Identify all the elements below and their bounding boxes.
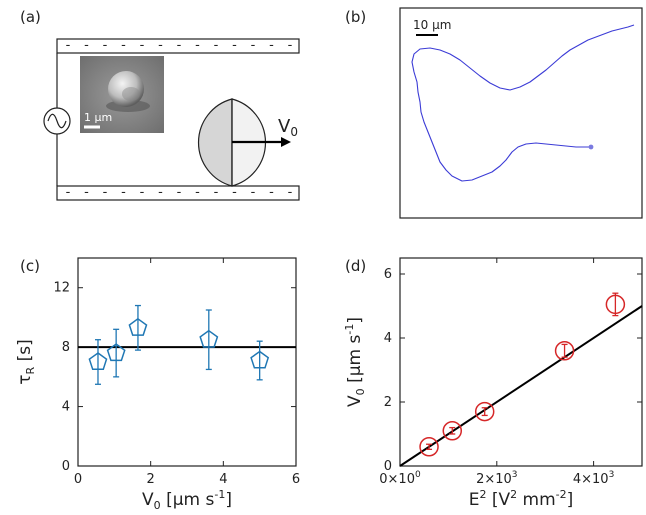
- charge-symbol: -: [177, 38, 182, 53]
- pentagon-marker: [199, 329, 219, 348]
- plot-d-ylabel: V0 [µm s-1]: [343, 317, 367, 407]
- charge-symbol: -: [177, 185, 182, 200]
- data-point: [250, 340, 270, 381]
- x-tick-label: 4×103: [573, 470, 614, 487]
- charge-symbol: -: [121, 185, 126, 200]
- pentagon-marker: [250, 350, 270, 369]
- pentagon-marker: [106, 343, 126, 362]
- y-tick-label: 12: [53, 281, 70, 296]
- charge-symbol: -: [214, 38, 219, 53]
- panel-d: (d) 0×100 2×103 4×103 0 2 4 6 E2 [V2 mm-2] V0 …: [343, 257, 643, 510]
- charge-symbol: -: [103, 38, 108, 53]
- y-tick-label: 0: [384, 459, 392, 474]
- charge-symbol: -: [140, 185, 145, 200]
- x-tick-label: 0: [74, 472, 82, 487]
- charge-symbol: -: [158, 38, 163, 53]
- velocity-label: V0: [278, 116, 298, 139]
- velocity-arrow-head: [281, 137, 291, 147]
- plot-d-ticks: 0×100 2×103 4×103 0 2 4 6: [379, 258, 642, 487]
- data-point: [128, 304, 148, 351]
- charge-symbol: -: [103, 185, 108, 200]
- bottom-electrode: [56, 185, 300, 201]
- panel-b: (b) 10 µm: [345, 7, 643, 219]
- x-tick-label: 2×103: [476, 470, 517, 487]
- y-tick-label: 2: [384, 395, 392, 410]
- plot-c-points: [88, 304, 270, 385]
- panel-label-a: (a): [20, 8, 41, 26]
- panel-label-d: (d): [345, 257, 366, 275]
- charge-symbol: -: [158, 185, 163, 200]
- trajectory-scale-bar-label: 10 µm: [413, 18, 451, 32]
- data-point: [605, 292, 626, 317]
- charge-symbol: -: [140, 38, 145, 53]
- charge-symbol: -: [251, 185, 256, 200]
- trajectory-end-particle: [588, 144, 594, 150]
- data-point: [554, 341, 575, 361]
- top-electrode: [56, 38, 300, 54]
- charge-symbol: -: [269, 38, 274, 53]
- data-point: [88, 339, 108, 385]
- sine-wave-icon: [47, 113, 67, 129]
- charge-symbol: -: [66, 38, 71, 53]
- pentagon-marker: [128, 317, 148, 336]
- x-tick-label: 4: [219, 472, 227, 487]
- top-electrode-charges: -------------: [66, 38, 293, 53]
- circle-marker: [605, 294, 626, 315]
- plot-c-xlabel: V0 [µm s-1]: [142, 488, 232, 512]
- data-point: [199, 309, 219, 371]
- plot-d-points: [419, 292, 626, 457]
- data-point: [419, 437, 439, 457]
- plot-c-ticks: 0 2 4 6 0 4 8 12: [53, 258, 300, 487]
- charge-symbol: -: [232, 185, 237, 200]
- charge-symbol: -: [84, 38, 89, 53]
- charge-symbol: -: [232, 38, 237, 53]
- y-tick-label: 6: [384, 267, 392, 282]
- charge-symbol: -: [214, 185, 219, 200]
- plot-d-fit-line: [399, 305, 643, 467]
- x-tick-label: 2: [147, 472, 155, 487]
- trajectory-frame: [399, 7, 643, 219]
- panel-a: (a) ------------- -------------: [20, 8, 300, 201]
- bottom-electrode-charges: -------------: [66, 185, 293, 200]
- y-tick-label: 4: [62, 400, 70, 415]
- plot-d-xlabel: E2 [V2 mm-2]: [469, 488, 574, 510]
- charge-symbol: -: [288, 38, 293, 53]
- coated-hemisphere: [197, 98, 233, 187]
- charge-symbol: -: [195, 38, 200, 53]
- circle-marker: [554, 341, 575, 361]
- sem-scale-bar-label: 1 µm: [84, 111, 112, 124]
- trajectory-path: [411, 24, 635, 182]
- charge-symbol: -: [269, 185, 274, 200]
- x-tick-label: 0×100: [379, 470, 421, 487]
- plot-d-frame: [399, 257, 643, 467]
- janus-particle-image: [108, 71, 144, 107]
- y-tick-label: 4: [384, 331, 392, 346]
- panel-label-c: (c): [20, 257, 40, 275]
- circle-marker: [474, 401, 495, 422]
- x-tick-label: 6: [292, 472, 300, 487]
- charge-symbol: -: [195, 185, 200, 200]
- y-tick-label: 0: [62, 459, 70, 474]
- charge-symbol: -: [121, 38, 126, 53]
- panel-label-b: (b): [345, 8, 366, 26]
- charge-symbol: -: [288, 185, 293, 200]
- y-tick-label: 8: [62, 340, 70, 355]
- charge-symbol: -: [84, 185, 89, 200]
- plot-c-ylabel: τR [s]: [15, 339, 37, 384]
- charge-symbol: -: [251, 38, 256, 53]
- plot-c-frame: [77, 257, 297, 467]
- panel-c: (c) 0 2 4 6 0 4 8 12 V0 [µm s-1] τR [s]: [15, 257, 300, 512]
- charge-symbol: -: [66, 185, 71, 200]
- sem-micrograph: 1 µm: [80, 56, 164, 133]
- data-point: [106, 328, 126, 378]
- circle-marker: [419, 437, 439, 457]
- pentagon-marker: [88, 352, 108, 371]
- data-point: [474, 401, 495, 422]
- data-point: [442, 421, 463, 441]
- circle-marker: [442, 421, 463, 441]
- particle-cap-texture: [122, 87, 140, 101]
